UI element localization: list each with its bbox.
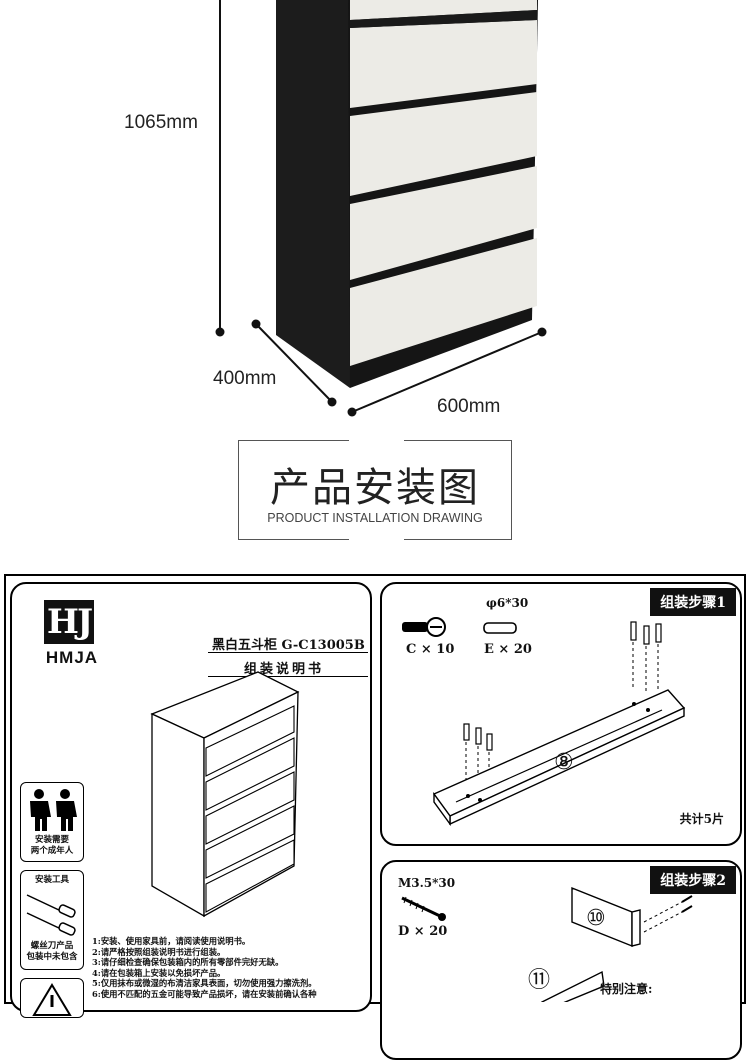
note-line: 4:请在包装箱上安装以免损坏产品。 bbox=[92, 967, 226, 978]
assembly-notes: 1:安装、使用家具前，请阅读使用说明书。 2:请严格按照组装说明书进行组装。 3… bbox=[92, 936, 372, 1000]
panel-8-number: ⑧ bbox=[554, 750, 574, 775]
step-2-tag: 组装步骤2 bbox=[650, 866, 736, 894]
assembly-step-1-panel: 组装步骤1 φ6*30 C × 10 E × 20 bbox=[380, 582, 742, 846]
cabinet-body bbox=[276, 0, 350, 388]
drawer-front-2 bbox=[350, 20, 537, 108]
section-title-cn: 产品安装图 bbox=[270, 465, 480, 511]
note-line: 3:请仔细检查确保包装箱内的所有零部件完好无缺。 bbox=[92, 957, 284, 968]
panel-10-number: ⑩ bbox=[586, 906, 606, 931]
two-people-icon bbox=[30, 789, 77, 831]
depth-label: 400mm bbox=[213, 368, 277, 389]
height-label: 1065mm bbox=[124, 112, 198, 133]
depth-dim-line bbox=[255, 323, 333, 403]
warning-icon bbox=[32, 983, 72, 1016]
drawer-assembly-drawing bbox=[541, 886, 693, 1002]
tools-note-1: 螺丝刀产品 bbox=[30, 941, 74, 951]
logo-mark: HJ bbox=[44, 600, 94, 644]
drawer-front-5 bbox=[350, 238, 537, 366]
manual-cover-panel: HJ HMJA 黑白五斗柜 G-C13005B 组装说明书 bbox=[10, 582, 372, 1018]
brand-logo: HJ HMJA bbox=[40, 600, 104, 670]
section-title-box: 产品安装图 PRODUCT INSTALLATION DRAWING bbox=[238, 439, 512, 541]
panel-11-number: ⑪ bbox=[528, 968, 551, 993]
part-c-label: C × 10 bbox=[406, 642, 455, 657]
width-label: 600mm bbox=[437, 396, 501, 417]
hardware-size-label: φ6*30 bbox=[486, 596, 529, 610]
screwdriver-icon bbox=[26, 894, 76, 936]
cabinet-line-drawing bbox=[150, 671, 300, 918]
drawer-front-1 bbox=[350, 0, 537, 20]
screw-size-label: M3.5*30 bbox=[398, 876, 456, 890]
drawer-front-3 bbox=[350, 92, 537, 196]
step-1-tag: 组装步骤1 bbox=[650, 588, 736, 616]
screw-icon bbox=[401, 896, 446, 921]
step-1-total: 共计5片 bbox=[679, 812, 724, 826]
note-line: 5:仅用抹布或微湿的布清洁家具表面，切勿使用强力擦洗剂。 bbox=[92, 978, 317, 989]
drawer-front-4 bbox=[350, 166, 537, 280]
panel-8-drawing bbox=[432, 621, 686, 827]
part-e-label: E × 20 bbox=[484, 642, 532, 657]
tools-title: 安装工具 bbox=[34, 875, 69, 885]
note-line: 6:使用不匹配的五金可能导致产品损坏，请在安装前确认各种 bbox=[92, 988, 317, 999]
brand-name: HMJA bbox=[45, 648, 99, 667]
cabinet-illustration bbox=[215, 0, 547, 417]
width-dim-line bbox=[351, 331, 543, 413]
section-title-en: PRODUCT INSTALLATION DRAWING bbox=[267, 511, 483, 525]
people-note-2: 两个成年人 bbox=[30, 846, 74, 856]
cam-lock-icon bbox=[402, 617, 446, 637]
special-note: 特别注意: bbox=[600, 982, 653, 996]
note-line: 2:请严格按照组装说明书进行组装。 bbox=[92, 946, 226, 957]
assembly-manual: HJ HMJA 黑白五斗柜 G-C13005B 组装说明书 bbox=[0, 574, 750, 1060]
people-note-1: 安装需要 bbox=[34, 835, 69, 845]
warning-box bbox=[20, 978, 84, 1018]
product-title: 黑白五斗柜 G-C13005B bbox=[212, 638, 365, 653]
two-people-box: 安装需要 两个成年人 bbox=[20, 782, 84, 862]
dowel-icon bbox=[483, 622, 517, 634]
product-dimension-drawing: 1065mm 400mm 600mm 产品安装图 PRODUCT INSTALL… bbox=[124, 0, 547, 541]
tools-box: 安装工具 螺丝刀产品 包装中未包含 bbox=[20, 870, 84, 970]
assembly-step-2-panel: 组装步骤2 M3.5*30 D × 20 ⑩ ⑪ 特别注意: bbox=[380, 860, 742, 1060]
tools-note-2: 包装中未包含 bbox=[26, 952, 78, 962]
manual-subtitle: 组装说明书 bbox=[244, 662, 325, 677]
note-line: 1:安装、使用家具前，请阅读使用说明书。 bbox=[92, 936, 251, 946]
part-d-label: D × 20 bbox=[398, 924, 448, 939]
